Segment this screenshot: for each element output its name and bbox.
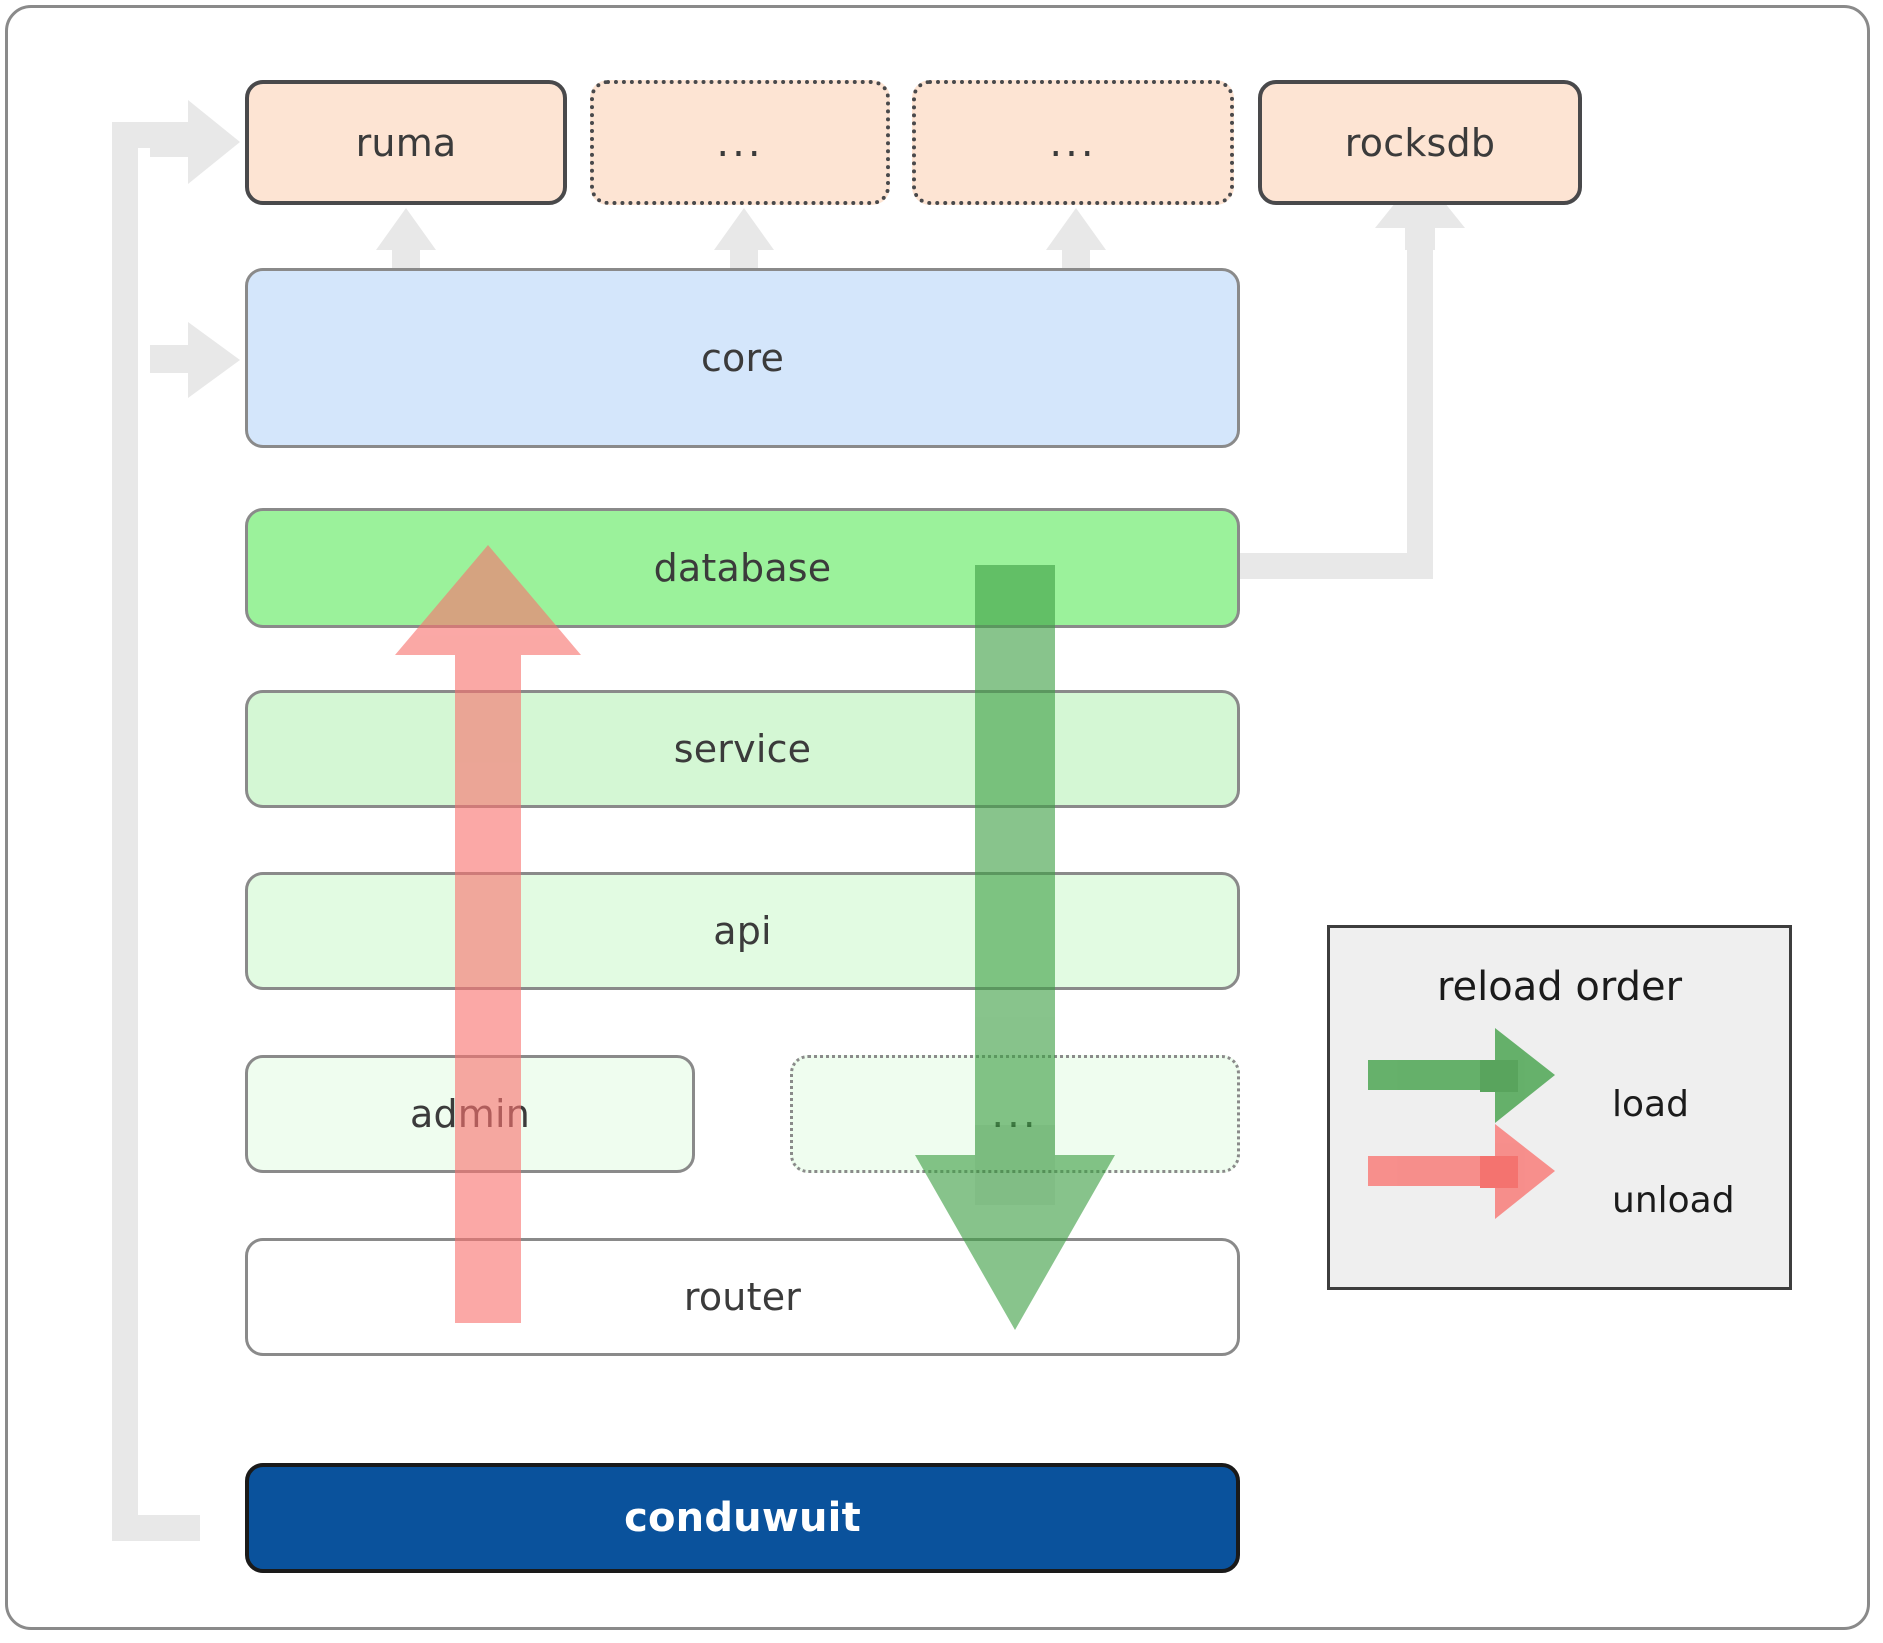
layer-box-dots[interactable]: ...	[790, 1055, 1240, 1173]
core-label: core	[700, 336, 785, 380]
dependency-label-ruma: ruma	[355, 120, 457, 165]
legend-unload-arrow-icon	[1368, 1124, 1555, 1219]
dependency-box-3[interactable]: ...	[912, 80, 1234, 205]
core-box[interactable]: core	[245, 268, 1240, 448]
dependency-label-rocksdb: rocksdb	[1344, 120, 1496, 165]
dependency-box-ruma[interactable]: ruma	[245, 80, 567, 205]
layer-label-admin: admin	[409, 1092, 531, 1136]
layer-box-admin[interactable]: admin	[245, 1055, 695, 1173]
legend-label-load: load	[1612, 1084, 1689, 1125]
diagram-frame	[5, 5, 1870, 1630]
layer-label-service: service	[673, 727, 812, 771]
layer-label-api: api	[713, 909, 772, 953]
layer-label-database: database	[653, 546, 832, 590]
legend-title: reload order	[1436, 964, 1683, 1010]
layer-box-service[interactable]: service	[245, 690, 1240, 808]
dependency-label-3: ...	[1049, 119, 1097, 166]
root-label: conduwuit	[624, 1495, 861, 1541]
layer-box-api[interactable]: api	[245, 872, 1240, 990]
legend-load-arrow-icon	[1368, 1028, 1555, 1123]
legend-panel: reload order load unload	[1327, 925, 1792, 1290]
layer-box-database[interactable]: database	[245, 508, 1240, 628]
dependency-box-2[interactable]: ...	[590, 80, 890, 205]
dependency-box-rocksdb[interactable]: rocksdb	[1258, 80, 1582, 205]
dependency-label-2: ...	[716, 119, 764, 166]
legend-arrow-glyphs	[1368, 1028, 1555, 1219]
legend-label-unload: unload	[1612, 1180, 1735, 1221]
layer-label-router: router	[683, 1275, 802, 1319]
layer-box-router[interactable]: router	[245, 1238, 1240, 1356]
layer-label-dots: ...	[991, 1091, 1039, 1137]
root-box-conduwuit[interactable]: conduwuit	[245, 1463, 1240, 1573]
